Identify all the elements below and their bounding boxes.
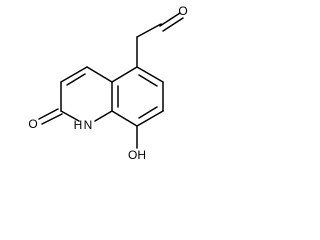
nh-hydrogen-label: H bbox=[74, 118, 83, 132]
bond-c5-c6 bbox=[136, 66, 164, 83]
bond-c2-o-double-2 bbox=[41, 113, 63, 125]
bond-c4-c3 bbox=[60, 66, 88, 83]
chemical-structure: O O N H OH bbox=[28, 4, 187, 162]
bond-c7-c8 bbox=[136, 110, 164, 127]
bond-c4-c3-inner bbox=[66, 73, 86, 86]
bond-c5-c6-inner bbox=[138, 74, 158, 87]
ring-nitrogen-label: N bbox=[84, 118, 93, 132]
hydroxyl-label: OH bbox=[128, 148, 146, 162]
atom-labels: O O N H OH bbox=[28, 4, 187, 162]
bond-c2-n1 bbox=[60, 110, 80, 122]
bond-cho-carbon bbox=[136, 23, 162, 38]
aldehyde-oxygen-label: O bbox=[178, 4, 187, 18]
bond-aldehyde-double-1 bbox=[159, 12, 181, 27]
bond-n1-c8a bbox=[94, 110, 113, 122]
bonds bbox=[38, 12, 184, 149]
bond-c7-c8-inner bbox=[138, 106, 158, 119]
bond-c4a-c5 bbox=[111, 66, 138, 83]
bond-c4a-c4 bbox=[86, 66, 113, 83]
bond-c8-c8a bbox=[111, 110, 138, 127]
ketone-oxygen-label: O bbox=[28, 117, 37, 131]
bond-c2-o-double-1 bbox=[38, 108, 59, 120]
bond-aldehyde-double-2 bbox=[162, 17, 184, 32]
